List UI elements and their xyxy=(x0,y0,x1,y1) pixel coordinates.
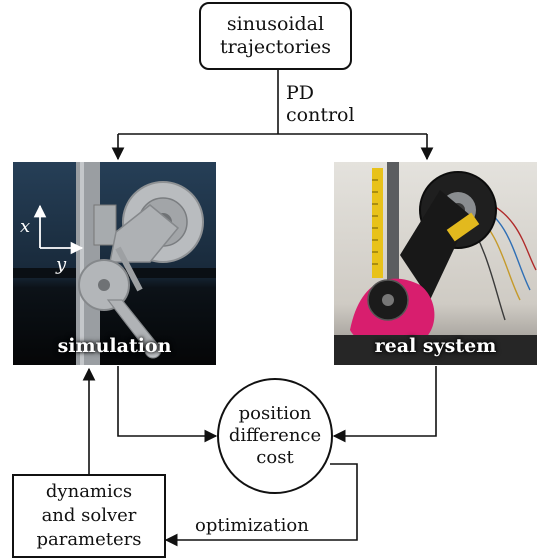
optimization-label: optimization xyxy=(195,515,309,536)
cost-line1: position xyxy=(238,403,312,424)
edge-simulation-to-cost xyxy=(117,366,218,443)
simulation-caption: simulation xyxy=(57,335,172,357)
position-difference-cost-node: position difference cost xyxy=(218,403,332,469)
sinusoidal-line2: trajectories xyxy=(219,36,332,58)
axis-y-label: y xyxy=(56,254,67,275)
params-line1: dynamics xyxy=(45,481,133,502)
params-line2: and solver xyxy=(41,505,137,526)
real-system-caption: real system xyxy=(374,335,497,357)
params-line3: parameters xyxy=(36,529,142,550)
cost-node-circle xyxy=(217,378,333,494)
pd-control-line1: PD xyxy=(286,82,315,104)
pd-control-line2: control xyxy=(286,104,355,126)
edge-real-to-cost xyxy=(332,366,437,443)
real-system-image xyxy=(334,162,537,365)
cost-line3: cost xyxy=(256,447,294,468)
axis-x-label: x xyxy=(20,216,31,237)
connectors xyxy=(82,70,437,547)
simulation-image xyxy=(13,162,216,365)
sinusoidal-line1: sinusoidal xyxy=(226,13,325,35)
dynamics-solver-parameters-node: dynamics and solver parameters xyxy=(12,474,166,558)
edge-cost-to-params xyxy=(164,463,358,547)
sinusoidal-trajectories-node: sinusoidal trajectories xyxy=(199,2,352,70)
pd-control-label: PD control xyxy=(286,82,355,126)
cost-line2: difference xyxy=(228,425,322,446)
